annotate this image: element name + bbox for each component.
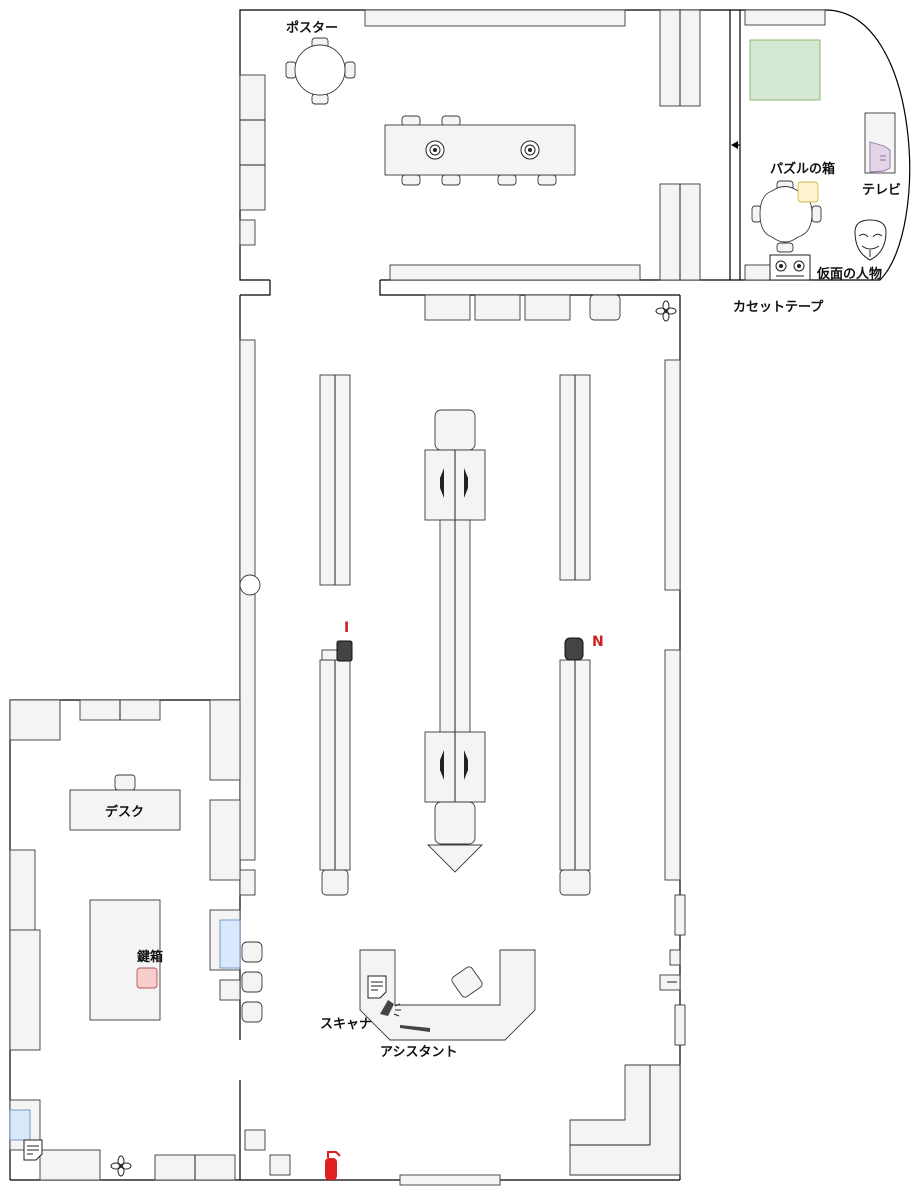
- label-masked-person: 仮面の人物: [816, 266, 882, 282]
- label-key-box: 鍵箱: [137, 949, 163, 965]
- label-poster: ポスター: [286, 20, 338, 36]
- document-icon[interactable]: [367, 975, 387, 999]
- bottom-bench: [389, 264, 641, 281]
- marker-n: N: [592, 634, 604, 650]
- poster-icon[interactable]: [285, 37, 356, 105]
- plant-icon: [655, 300, 677, 322]
- label-tv: テレビ: [862, 182, 901, 198]
- top-room: [239, 9, 701, 281]
- assistant-device-icon[interactable]: [400, 1025, 430, 1032]
- marker-n-device: [564, 637, 584, 661]
- labels: ポスター パズルの箱 テレビ 仮面の人物 カセットテープ デスク 鍵箱 スキャナ…: [105, 20, 901, 1060]
- top-shelf: [364, 9, 626, 27]
- label-scanner: スキャナ: [320, 1017, 372, 1032]
- camera-icon: [425, 140, 445, 160]
- right-annex: [744, 9, 896, 281]
- plant-icon: [110, 1155, 132, 1177]
- camera-icon: [520, 140, 540, 160]
- fire-extinguisher-icon: [325, 1151, 341, 1180]
- mask-icon[interactable]: [854, 219, 887, 261]
- tv-icon[interactable]: [864, 112, 896, 174]
- left-wall-cabinet: [239, 74, 266, 211]
- left-room: [9, 699, 241, 1181]
- document-icon[interactable]: [23, 1139, 43, 1161]
- scanner-icon[interactable]: [380, 1000, 401, 1017]
- label-cassette-tape: カセットテープ: [733, 300, 824, 315]
- marker-i-device: [336, 640, 353, 662]
- green-mat: [749, 39, 821, 101]
- puzzle-box-icon[interactable]: [797, 181, 819, 203]
- reception-counter: [359, 949, 536, 1041]
- conference-table: [384, 115, 576, 186]
- main-hall: [239, 294, 686, 1186]
- label-desk: デスク: [105, 804, 144, 820]
- label-assistant: アシスタント: [380, 1045, 457, 1060]
- key-box-icon[interactable]: [136, 967, 158, 989]
- label-puzzle-box: パズルの箱: [770, 161, 835, 177]
- marker-i: I: [344, 620, 349, 636]
- cassette-tape-icon[interactable]: [744, 254, 811, 281]
